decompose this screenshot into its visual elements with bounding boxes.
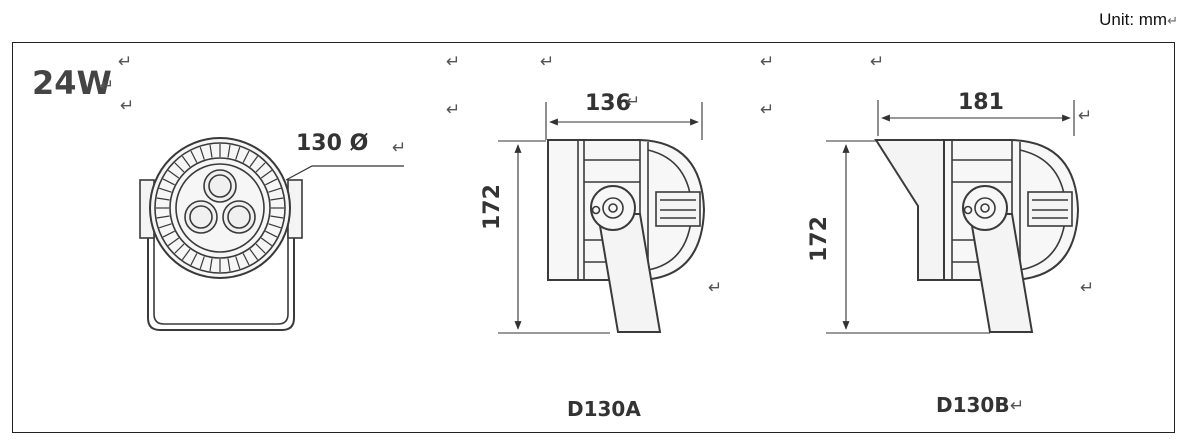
fin-line (265, 230, 278, 238)
fin-line (235, 256, 241, 270)
side-view-a-lamp (547, 139, 706, 333)
return-mark: ↵ (708, 278, 723, 298)
fin-line (227, 258, 231, 272)
fin-line (270, 197, 284, 201)
fin-line (255, 243, 266, 254)
return-mark: ↵ (1078, 106, 1093, 126)
fin-line (190, 150, 198, 163)
power-label: 24W (32, 64, 112, 102)
fin-line (156, 215, 170, 219)
height-label-b: 172 (807, 216, 832, 262)
fin-line (265, 178, 278, 186)
dimension-lines-b (826, 100, 1075, 334)
fin-line (242, 150, 250, 163)
return-mark: ↵ (446, 100, 461, 120)
fin-line (268, 223, 282, 229)
fin-line (167, 169, 180, 179)
fin-line (158, 223, 172, 229)
fin-line (199, 256, 205, 270)
cooling-fins (156, 144, 284, 272)
fin-line (242, 253, 250, 266)
return-mark: ↵ (1080, 278, 1095, 298)
return-mark: ↵ (870, 52, 885, 72)
fin-line (249, 248, 259, 261)
fin-line (227, 144, 231, 158)
return-mark: ↵ (760, 100, 775, 120)
diameter-leader-line (285, 165, 404, 181)
fin-line (181, 155, 191, 168)
fin-line (190, 253, 198, 266)
fin-line (268, 187, 282, 193)
fin-line (167, 237, 180, 247)
return-mark: ↵ (626, 92, 641, 112)
drawing-frame (12, 42, 1175, 433)
return-mark: ↵ (120, 96, 135, 116)
width-label-a: 136 (585, 91, 631, 116)
front-view-lamp (139, 137, 303, 331)
fin-line (209, 258, 213, 272)
model-label-b: D130B (936, 393, 1010, 417)
unit-label: Unit: mm↵ (1099, 10, 1178, 29)
fin-line (162, 178, 175, 186)
return-mark: ↵ (392, 138, 407, 158)
model-label-a: D130A (567, 397, 641, 421)
fin-line (158, 187, 172, 193)
return-mark: ↵ (100, 76, 115, 96)
fin-line (174, 243, 185, 254)
side-view-b-lamp (874, 139, 1080, 333)
width-label-b: 181 (958, 90, 1004, 115)
fin-line (209, 144, 213, 158)
return-mark: ↵ (540, 52, 555, 72)
return-mark: ↵ (1167, 13, 1178, 28)
return-mark: ↵ (1010, 396, 1025, 416)
fin-line (235, 146, 241, 160)
fin-line (199, 146, 205, 160)
fin-line (156, 197, 170, 201)
return-mark: ↵ (760, 52, 775, 72)
return-mark: ↵ (118, 52, 133, 72)
fin-line (260, 237, 273, 247)
fin-line (255, 162, 266, 173)
dimension-lines-a (498, 102, 703, 334)
height-label-a: 172 (480, 184, 505, 230)
return-mark: ↵ (446, 52, 461, 72)
fin-line (174, 162, 185, 173)
fin-line (181, 248, 191, 261)
fin-line (249, 155, 259, 168)
diameter-label: 130 Ø (296, 131, 369, 156)
fin-line (270, 215, 284, 219)
fin-line (162, 230, 175, 238)
fin-line (260, 169, 273, 179)
